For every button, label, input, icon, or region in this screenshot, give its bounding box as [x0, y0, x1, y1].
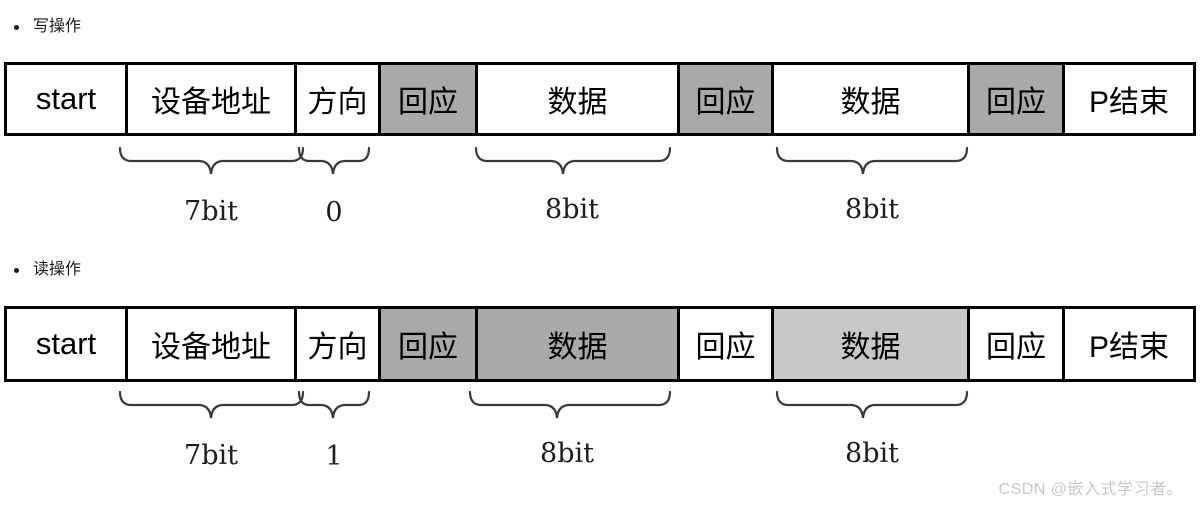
write-label-8bit-2: 8bit [845, 194, 899, 225]
bullet-heading-write: 写操作 [14, 19, 81, 35]
write-brace-8bit-2 [775, 146, 969, 175]
read-cell-start: start [7, 309, 128, 379]
csdn-watermark: CSDN @嵌入式学习者。 [998, 481, 1183, 498]
write-label-8bit-1: 8bit [545, 194, 599, 225]
write-label-0: 0 [325, 197, 343, 228]
write-cell-data-2: 数据 [774, 65, 970, 133]
write-cell-start: start [7, 65, 128, 133]
bullet-heading-read: 读操作 [14, 262, 81, 278]
write-cell-stop: P结束 [1065, 65, 1193, 133]
write-cell-ack-1: 回应 [381, 65, 478, 133]
write-brace-7bit [118, 146, 305, 175]
read-brace-direction [297, 390, 371, 419]
bullet-heading-read-label: 读操作 [33, 261, 82, 278]
bullet-dot-icon [14, 267, 19, 273]
read-brace-8bit-2 [775, 390, 969, 419]
bullet-heading-write-label: 写操作 [33, 18, 82, 35]
read-cell-data-2: 数据 [774, 309, 970, 379]
read-label-1: 1 [325, 441, 343, 472]
read-label-8bit-2: 8bit [845, 438, 899, 469]
write-cell-device-address: 设备地址 [128, 65, 297, 133]
read-cell-direction: 方向 [297, 309, 381, 379]
write-brace-direction [297, 146, 371, 175]
read-brace-7bit [118, 390, 305, 419]
read-cell-data-1: 数据 [478, 309, 680, 379]
read-cell-ack-3: 回应 [970, 309, 1065, 379]
write-brace-8bit-1 [474, 146, 672, 175]
read-cell-device-address: 设备地址 [128, 309, 297, 379]
write-cell-ack-2: 回应 [680, 65, 774, 133]
write-cell-data-1: 数据 [478, 65, 680, 133]
write-cell-ack-3: 回应 [970, 65, 1065, 133]
write-frame-diagram: start 设备地址 方向 回应 数据 回应 数据 回应 P结束 [4, 62, 1196, 136]
read-cell-ack-1: 回应 [381, 309, 478, 379]
write-label-7bit: 7bit [184, 196, 238, 227]
write-cell-direction: 方向 [297, 65, 381, 133]
read-frame-diagram: start 设备地址 方向 回应 数据 回应 数据 回应 P结束 [4, 306, 1196, 382]
bullet-dot-icon [14, 24, 19, 30]
read-label-7bit: 7bit [184, 440, 238, 471]
read-cell-ack-2: 回应 [680, 309, 774, 379]
read-brace-8bit-1 [468, 390, 672, 419]
read-cell-stop: P结束 [1065, 309, 1193, 379]
read-label-8bit-1: 8bit [540, 438, 594, 469]
